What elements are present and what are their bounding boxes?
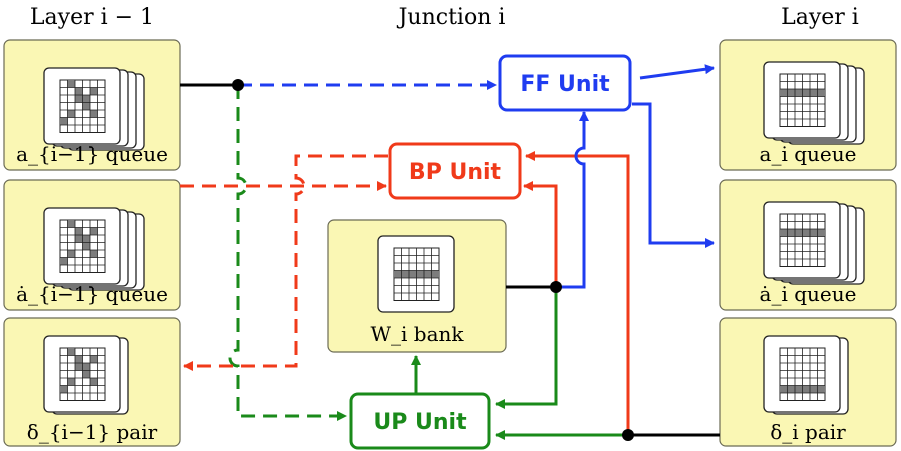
delta-to-bp-arrow	[525, 151, 630, 435]
left-box-a-queue: a_{i−1} queue	[3, 39, 181, 171]
bp-output-arrow	[183, 154, 388, 371]
ff-unit: FF Unit	[498, 54, 632, 112]
left-box-adot-queue: ȧ_{i−1} queue	[3, 179, 181, 311]
bank-label: W_i bank	[370, 322, 464, 346]
header-right: Layer i	[781, 5, 859, 30]
header-middle: Junction i	[397, 5, 506, 30]
weights-to-bp-arrow	[523, 181, 558, 287]
left-box-label: a_{i−1} queue	[16, 142, 168, 166]
stacked-matrix-icon	[43, 335, 129, 415]
stacked-matrix-icon	[763, 201, 865, 285]
bp-unit-label: BP Unit	[409, 160, 502, 185]
right-box-label: a_i queue	[760, 142, 857, 166]
junction-dot	[232, 79, 244, 91]
header-left: Layer i − 1	[30, 5, 154, 30]
right-box-adot-queue: ȧ_i queue	[719, 179, 897, 311]
stacked-matrix-icon	[43, 67, 145, 151]
right-box-a-queue: a_i queue	[719, 39, 897, 171]
stacked-matrix-icon	[763, 335, 849, 415]
ff-unit-label: FF Unit	[520, 72, 610, 97]
weight-bank: W_i bank	[327, 219, 507, 353]
junction-dot	[550, 281, 562, 293]
ff-to-a-arrow	[639, 64, 715, 80]
stacked-matrix-icon	[43, 207, 145, 291]
stacked-matrix-icon	[763, 61, 865, 145]
up-unit: UP Unit	[349, 392, 491, 450]
weights-to-up-arrow	[495, 287, 558, 409]
matrix-icon	[377, 235, 455, 313]
left-box-label: ȧ_{i−1} queue	[16, 282, 168, 306]
junction-dot	[622, 429, 634, 441]
up-unit-label: UP Unit	[373, 410, 467, 435]
left-box-delta-pair: δ_{i−1} pair	[3, 317, 181, 447]
right-box-label: ȧ_i queue	[760, 282, 857, 306]
up-dashed-input-arrow	[228, 85, 347, 421]
ff-to-adot-arrow	[632, 102, 715, 248]
weights-to-ff-arrow	[556, 111, 589, 289]
left-box-label: δ_{i−1} pair	[27, 420, 158, 444]
right-box-label: δ_i pair	[770, 420, 846, 444]
right-box-delta-pair: δ_i pair	[719, 317, 897, 447]
bp-unit: BP Unit	[388, 142, 522, 200]
